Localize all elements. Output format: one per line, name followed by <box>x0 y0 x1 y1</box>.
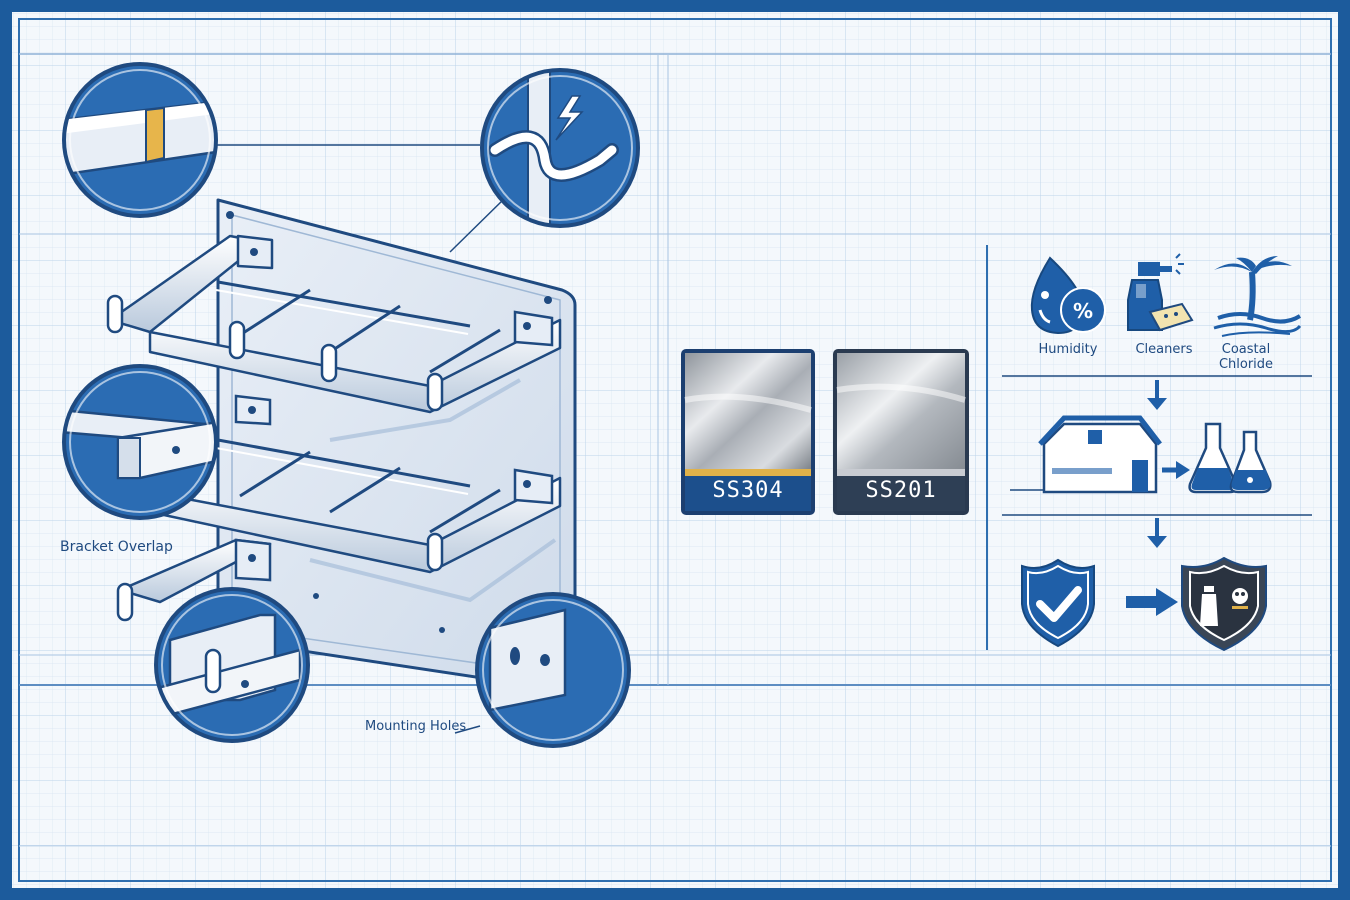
mounting-holes-label: Mounting Holes <box>365 719 467 734</box>
spray-bottle-icon <box>1127 253 1194 332</box>
material-sample-ss201 <box>833 349 969 515</box>
coastal-label-line2: Chloride <box>1218 357 1274 372</box>
shelf-assembly <box>62 62 640 748</box>
detail-circle-mounting-holes <box>475 592 631 748</box>
material-sample-ss304 <box>681 349 815 515</box>
detail-circle-wire <box>480 68 640 228</box>
humidity-label: Humidity <box>1038 342 1098 357</box>
shield-chemical-icon <box>1181 556 1267 652</box>
palm-tree-icon <box>1213 256 1302 337</box>
bracket-overlap-label: Bracket Overlap <box>60 539 173 555</box>
ss304-tag: SS304 <box>712 478 784 503</box>
detail-circle-joint <box>62 62 218 218</box>
factory-icon <box>1010 415 1162 494</box>
shield-check-icon <box>1021 558 1095 648</box>
cleaners-label: Cleaners <box>1135 342 1193 357</box>
detail-circle-hook <box>154 587 310 743</box>
svg-text:%: % <box>1073 299 1093 323</box>
coastal-label-line1: Coastal <box>1221 342 1271 357</box>
coastal-chloride-label: Coastal Chloride <box>1208 342 1284 372</box>
flask-icon <box>1188 422 1272 494</box>
humidity-drop-icon: % <box>1030 256 1106 335</box>
detail-circle-overlap <box>62 364 218 520</box>
ss201-tag: SS201 <box>865 478 937 503</box>
